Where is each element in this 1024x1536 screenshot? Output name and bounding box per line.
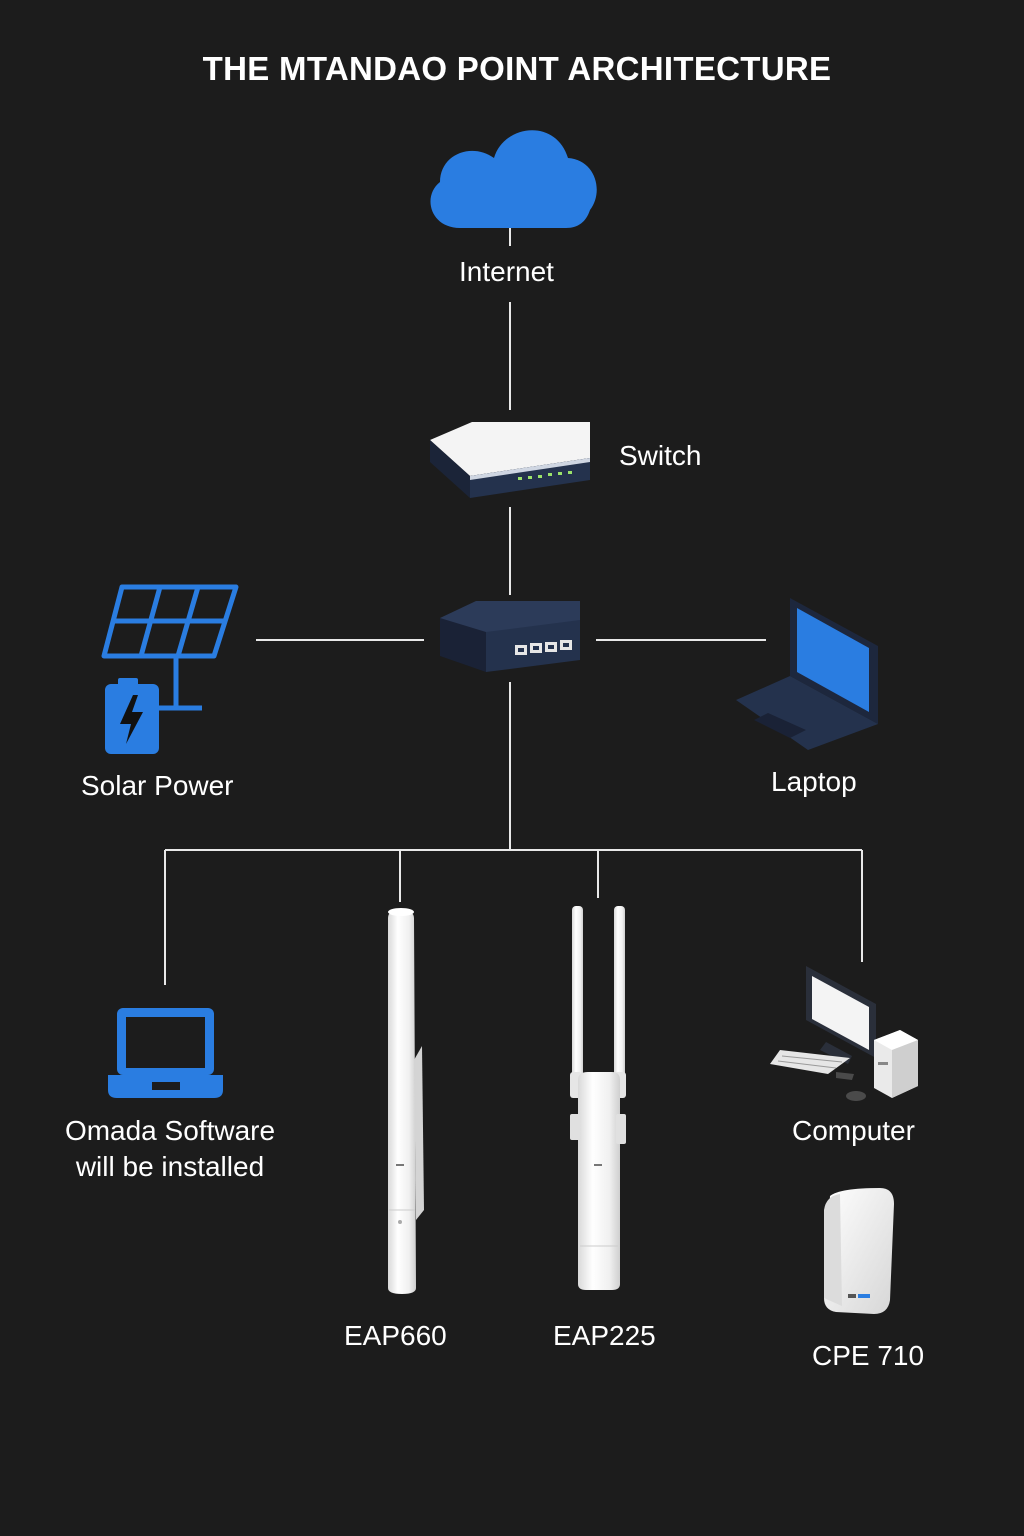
omada-label: Omada Software will be installed: [30, 1113, 310, 1186]
solar-power-label: Solar Power: [81, 770, 234, 801]
cpe-device-icon: [824, 1188, 894, 1314]
outdoor-access-point-icon: [388, 908, 424, 1294]
cpe710-label: CPE 710: [812, 1340, 925, 1371]
laptop-outline-icon: [108, 1008, 223, 1098]
solar-panel-battery-icon: [101, 584, 239, 754]
eap225-label: EAP225: [553, 1320, 656, 1351]
omada-label-line-1: Omada Software: [64, 1115, 276, 1146]
dual-antenna-access-point-icon: [570, 906, 626, 1290]
omada-label-line-2: will be installed: [75, 1151, 265, 1183]
cloud-icon: [430, 130, 597, 228]
switch-label: Switch: [619, 440, 702, 471]
laptop-label: Laptop: [771, 766, 857, 797]
internet-label: Internet: [459, 256, 554, 287]
eap660-label: EAP660: [344, 1320, 447, 1351]
network-switch-icon: [430, 422, 590, 498]
desktop-computer-icon: [770, 966, 918, 1101]
ethernet-hub-icon: [440, 601, 580, 672]
connection-lines: [164, 228, 863, 985]
computer-label: Computer: [792, 1115, 915, 1146]
laptop-icon: [736, 598, 878, 750]
diagram-title: THE MTANDAO POINT ARCHITECTURE: [202, 50, 832, 87]
